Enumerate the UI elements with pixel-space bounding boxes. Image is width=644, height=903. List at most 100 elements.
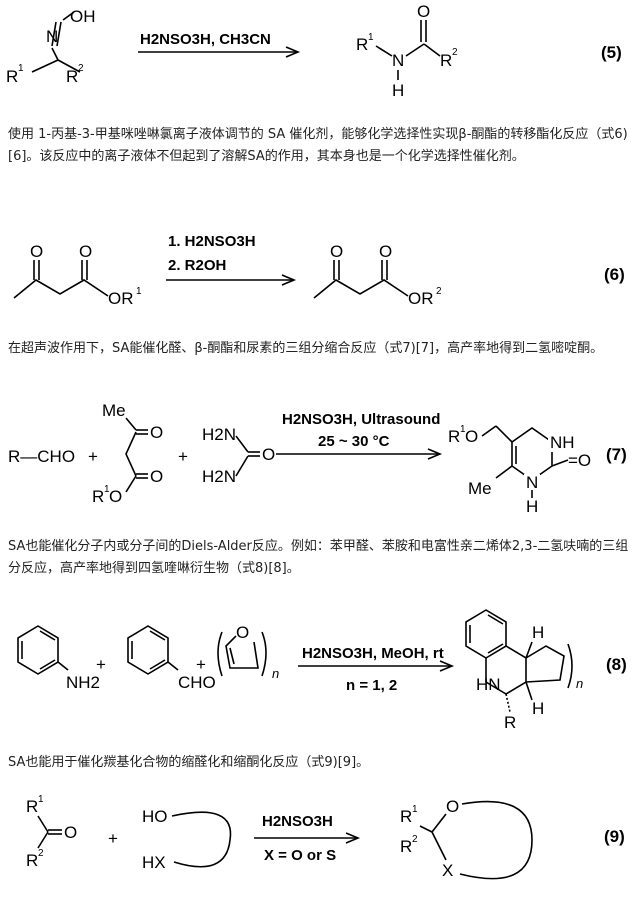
cyclopentane-ring: [525, 645, 565, 683]
scheme-6: O O OR 1 1. H2NSO3H 2. R2OH O O OR 2 (6): [0, 214, 644, 324]
bond: [405, 43, 425, 57]
keto-o: O: [30, 242, 43, 261]
bond: [57, 59, 81, 73]
equation-number: (6): [604, 265, 625, 284]
chain: [125, 431, 137, 477]
arrow-head: [345, 832, 361, 844]
ring-nh: NH: [550, 433, 575, 452]
arrow-head: [285, 46, 301, 58]
h-atom: H: [532, 699, 544, 718]
paragraph-2: 在超声波作用下，SA能催化醛、β-酮酯和尿素的三组分缩合反应（式7)[7]，高产…: [8, 341, 604, 356]
r1o-group: R: [448, 427, 460, 446]
hx-group: HX: [142, 853, 166, 872]
paragraph-1: 使用 1-丙基-3-甲基咪唑啉氯离子液体调节的 SA 催化剂，能够化学选择性实现…: [8, 127, 628, 164]
sup: 1: [104, 484, 110, 495]
chain: [13, 279, 109, 299]
bond: [487, 614, 504, 625]
carbonyl-o: O: [417, 2, 430, 21]
ring-h: H: [526, 497, 538, 516]
bracket: [217, 631, 223, 677]
bond: [431, 831, 447, 861]
scheme-5: N OH R 1 R 2 H2NSO3H, CH3CN R 1 N H O R …: [0, 0, 644, 118]
bond: [495, 425, 513, 443]
amide-h: H: [392, 81, 404, 100]
oh-group: OH: [70, 7, 96, 26]
bond: [125, 475, 137, 493]
bond: [525, 681, 533, 701]
ring-n: N: [526, 473, 538, 492]
amine-hn: HN: [476, 675, 501, 694]
condition-n: n = 1, 2: [346, 677, 397, 694]
bond: [419, 825, 433, 833]
r-group: R: [504, 713, 516, 732]
urea-o: O: [262, 445, 275, 464]
paragraph-3: SA也能催化分子内或分子间的Diels-Alder反应。例如：苯甲醛、苯胺和电富…: [8, 539, 629, 576]
chain: [313, 279, 409, 299]
bond: [51, 21, 57, 47]
bond: [235, 435, 249, 453]
arrow-head: [281, 274, 297, 286]
or2-group: OR: [408, 289, 434, 308]
bracket: [567, 643, 573, 689]
reagent-8: H2NSO3H, MeOH, rt: [302, 645, 444, 662]
ho-group: HO: [142, 807, 168, 826]
step-2: 2. R2OH: [168, 257, 226, 274]
scheme-8: NH2 + CHO + O n H2NSO3H, MeOH, rt n = 1,…: [0, 596, 644, 746]
bond: [375, 45, 393, 57]
n-subscript: n: [272, 666, 279, 681]
urea-nh2: H2N: [202, 467, 236, 486]
condition-x: X = O or S: [264, 847, 336, 864]
carbonyl-o: O: [64, 823, 77, 842]
bracket: [261, 631, 267, 677]
wedge-bond: [505, 693, 511, 713]
bond: [149, 630, 166, 641]
plus: +: [96, 655, 106, 674]
keto-o: O: [150, 423, 163, 442]
sup: 1: [368, 32, 374, 43]
plus: +: [108, 829, 118, 848]
arrow-head: [427, 448, 443, 460]
scheme-9: R 1 R 2 O + HO HX H2NSO3H X = O or S R 1…: [0, 782, 644, 900]
sup: 2: [436, 286, 442, 297]
equation-number: (8): [606, 655, 627, 674]
piperidine-ring: [485, 645, 527, 695]
o-atom: O: [109, 487, 122, 506]
carbonyl-o: =O: [568, 451, 591, 470]
methyl: Me: [468, 479, 492, 498]
plus: +: [196, 655, 206, 674]
bond: [229, 647, 235, 665]
bond: [525, 641, 533, 659]
reagent-5: H2NSO3H, CH3CN: [140, 31, 271, 48]
r2-group: R: [26, 851, 38, 870]
bond: [31, 59, 59, 73]
bond: [56, 21, 62, 47]
benzene-ring: [465, 609, 507, 659]
bond: [57, 661, 69, 671]
bond: [37, 831, 49, 849]
label-bg: [548, 432, 578, 452]
ester-o: O: [79, 242, 92, 261]
equation-number: (9): [604, 827, 625, 846]
bond: [51, 47, 59, 61]
bond: [39, 659, 56, 670]
reagent-7: H2NSO3H, Ultrasound: [282, 411, 440, 428]
benzene-ring: [17, 625, 59, 675]
n-atom: N: [46, 27, 58, 46]
sup: 2: [452, 47, 458, 58]
plus: +: [178, 447, 188, 466]
n-subscript: n: [576, 676, 583, 691]
bond: [62, 11, 75, 21]
bond: [37, 815, 49, 833]
temperature: 25 ~ 30 °C: [318, 433, 390, 450]
h-atom: H: [532, 623, 544, 642]
r2-group: R: [400, 837, 412, 856]
bond: [423, 43, 441, 57]
bond: [431, 813, 447, 833]
arrow-head: [439, 660, 455, 672]
step-1: 1. H2NSO3H: [168, 233, 256, 250]
or1-group: OR: [108, 289, 134, 308]
furan-o: O: [236, 623, 249, 642]
paragraph-4: SA也能用于催化羰基化合物的缩醛化和缩酮化反应（式9)[9]。: [8, 755, 370, 770]
ester-o: O: [379, 242, 392, 261]
sup: 1: [412, 804, 418, 815]
